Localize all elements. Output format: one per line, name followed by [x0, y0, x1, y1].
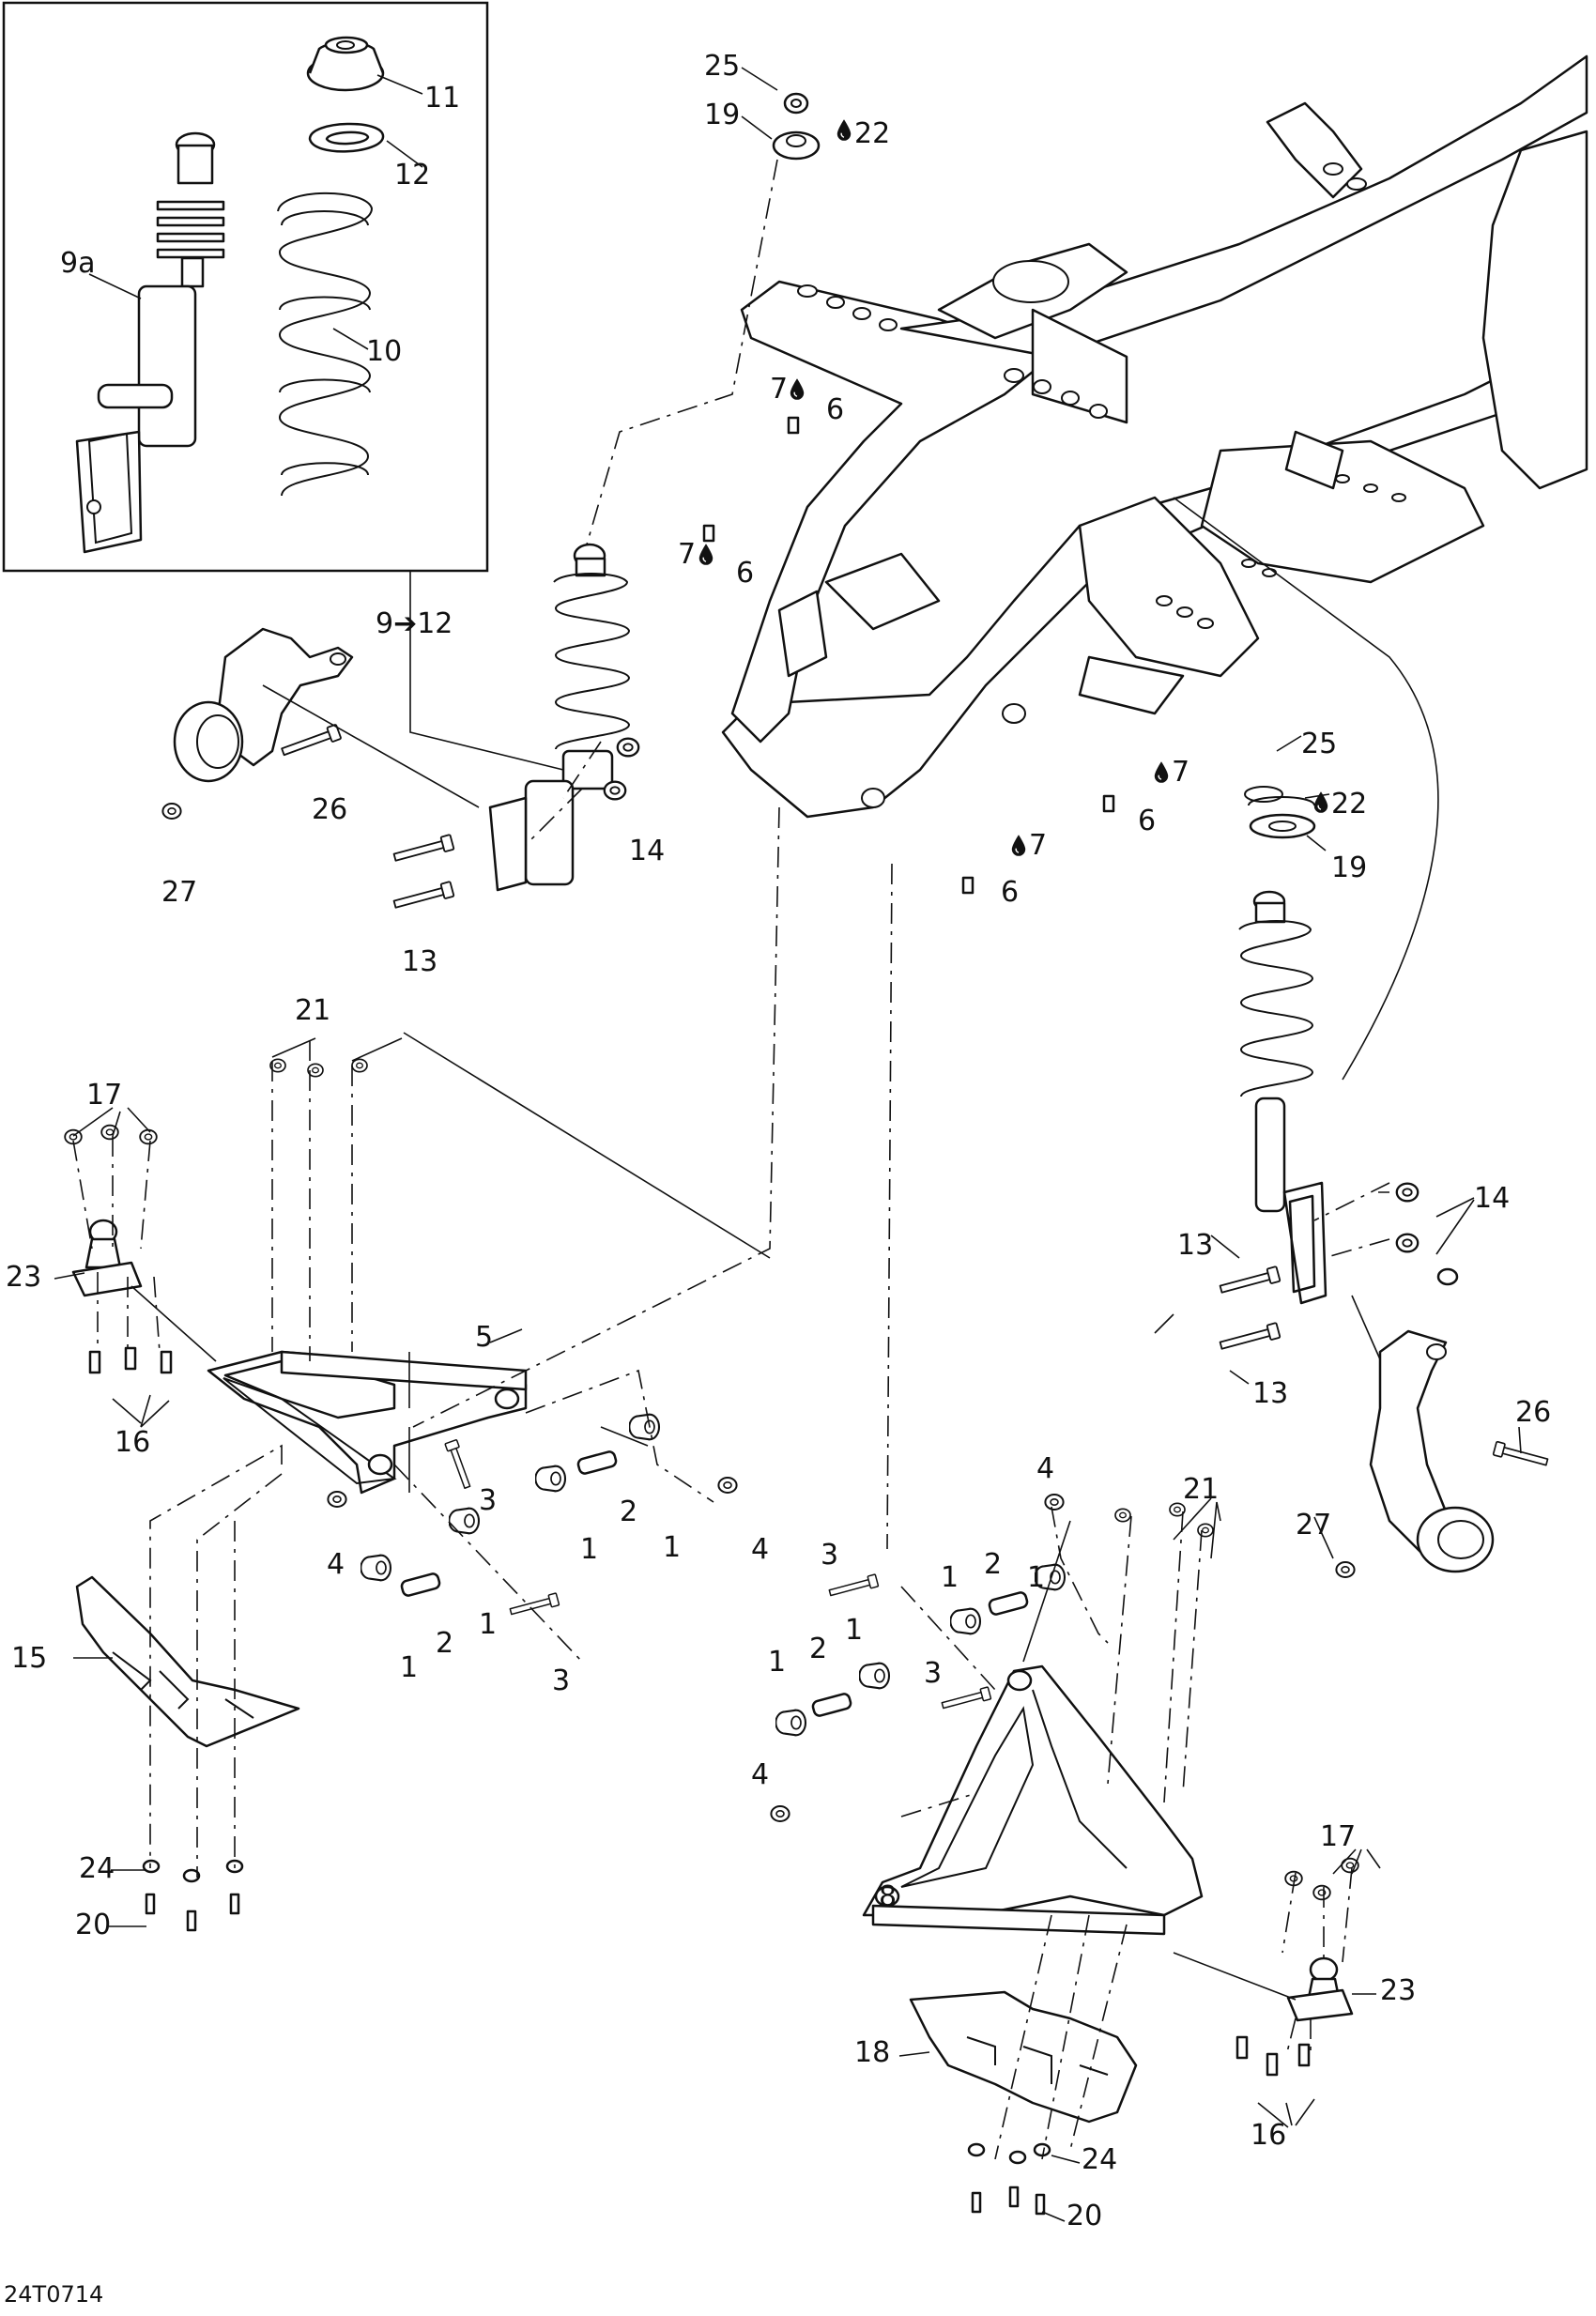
- callout-26-right: 26: [1515, 1396, 1551, 1429]
- callout-23-right: 23: [1380, 1974, 1416, 2007]
- left-control-arm-part: [207, 1350, 528, 1495]
- callout-1-l2: 1: [580, 1533, 598, 1566]
- callout-7-d: 7: [1029, 829, 1047, 862]
- right-ball-joint-part: [1286, 1956, 1354, 2022]
- callout-15: 15: [11, 1642, 47, 1675]
- callout-13-right-a: 13: [1177, 1229, 1213, 1262]
- callout-1-r3: 1: [845, 1614, 863, 1647]
- callout-21-left: 21: [295, 994, 330, 1027]
- callout-4-r1: 4: [1036, 1452, 1054, 1485]
- right-shock-assembly: [1238, 796, 1459, 1305]
- callout-8: 8: [879, 1880, 897, 1913]
- coil-spring-part: [277, 192, 374, 497]
- callout-11: 11: [424, 82, 460, 115]
- right-skid-plate-part: [909, 1990, 1138, 2124]
- callout-24-right: 24: [1082, 2143, 1117, 2176]
- shock-absorber-part: [75, 131, 225, 554]
- oil-drop-icon: [836, 118, 852, 142]
- oil-drop-icon: [1154, 760, 1169, 784]
- callout-3-l1: 3: [479, 1484, 497, 1517]
- left-shock-assembly: [488, 543, 631, 892]
- callout-6-b: 6: [736, 557, 754, 590]
- callout-1-l4: 1: [400, 1651, 418, 1684]
- callout-1-l1: 1: [663, 1531, 681, 1564]
- oil-drop-icon: [790, 377, 805, 401]
- callout-24-left: 24: [79, 1852, 115, 1885]
- callout-5: 5: [475, 1321, 493, 1354]
- callout-4-r2: 4: [751, 1758, 769, 1791]
- left-ball-joint-part: [71, 1219, 143, 1297]
- callout-1-r1: 1: [941, 1561, 959, 1594]
- hardware-parts: [64, 92, 1550, 1901]
- callout-2-r2: 2: [809, 1633, 827, 1665]
- callout-18: 18: [854, 2036, 890, 2069]
- callout-1-r2: 1: [1027, 1561, 1045, 1594]
- callout-23-left: 23: [6, 1261, 41, 1294]
- oil-drop-icon: [698, 543, 714, 566]
- callout-3-l2: 3: [552, 1664, 570, 1697]
- diagram-code: 24T0714: [4, 2281, 103, 2308]
- callout-22-top: 22: [854, 117, 890, 150]
- left-skid-plate-part: [75, 1575, 300, 1748]
- shock-exploded-inset: [2, 1, 489, 573]
- callout-2-r1: 2: [984, 1548, 1002, 1581]
- callout-16-right: 16: [1251, 2119, 1286, 2152]
- callout-26-left: 26: [312, 793, 347, 826]
- callout-9a: 9a: [60, 247, 95, 280]
- callout-25-top: 25: [704, 50, 740, 83]
- callout-17-left: 17: [86, 1079, 122, 1112]
- right-control-arm-part: [862, 1664, 1204, 1936]
- retainer-clip-part: [308, 122, 385, 153]
- callout-7-b: 7: [678, 538, 696, 571]
- callout-7-a: 7: [770, 373, 788, 406]
- inset-frame: [2, 1, 489, 573]
- callout-1-l3: 1: [479, 1608, 497, 1641]
- vehicle-frame-part: [721, 54, 1588, 819]
- callout-21-right: 21: [1183, 1473, 1219, 1506]
- callout-13-left: 13: [402, 945, 437, 978]
- callout-17-right: 17: [1320, 1820, 1356, 1853]
- assembly-lines: [72, 159, 1390, 2160]
- callout-2-l1: 2: [620, 1495, 637, 1528]
- callout-20-right: 20: [1067, 2200, 1102, 2232]
- callout-27-left: 27: [161, 876, 197, 909]
- callout-14-right: 14: [1474, 1182, 1510, 1215]
- callout-25-right: 25: [1301, 728, 1337, 760]
- callout-13-right-b: 13: [1252, 1377, 1288, 1410]
- callout-6-d: 6: [1001, 876, 1019, 909]
- oil-drop-icon: [1011, 834, 1026, 857]
- left-steering-knuckle: [173, 627, 354, 783]
- callout-14-left: 14: [629, 835, 665, 867]
- small-fasteners: [88, 416, 1311, 2216]
- callout-1-r4: 1: [768, 1646, 786, 1679]
- callout-labels: 11 12 10 9a 9➔12 26 27 14 13 25 19 22 7 …: [4, 50, 1551, 2308]
- callout-20-left: 20: [75, 1909, 111, 1941]
- callout-12: 12: [394, 159, 430, 192]
- callout-9-to-12: 9➔12: [376, 607, 453, 640]
- callout-7-c: 7: [1172, 756, 1189, 789]
- callout-16-left: 16: [115, 1426, 150, 1459]
- right-steering-knuckle: [1369, 1329, 1495, 1573]
- callout-6-c: 6: [1138, 805, 1156, 837]
- callout-6-a: 6: [826, 393, 844, 426]
- callout-10: 10: [366, 335, 402, 368]
- callout-3-r1: 3: [821, 1539, 838, 1572]
- callout-19-right: 19: [1331, 851, 1367, 884]
- callout-3-r2: 3: [924, 1657, 942, 1690]
- callout-4-l2: 4: [327, 1548, 345, 1581]
- callout-4-l1: 4: [751, 1533, 769, 1566]
- callout-2-l2: 2: [436, 1627, 453, 1660]
- callout-27-right: 27: [1296, 1509, 1331, 1541]
- callout-22-right: 22: [1331, 788, 1367, 821]
- frame-holes: [797, 162, 1406, 808]
- callout-19-top: 19: [704, 99, 740, 131]
- reference-lines: [130, 497, 1439, 2001]
- spring-seat-part: [306, 36, 385, 92]
